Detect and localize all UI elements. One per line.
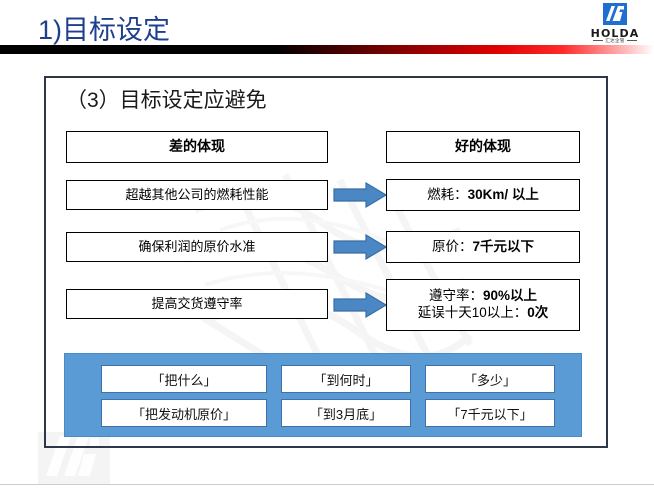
good-item-3: 遵守率：90%以上 延误十天10以上：0次	[386, 279, 580, 331]
good-item-2: 原价：7千元以下	[386, 231, 580, 263]
frame-title: （3）目标设定应避免	[66, 89, 267, 112]
right-arrow-icon	[333, 234, 387, 260]
holda-logo: HOLDA 汇达企管	[586, 3, 644, 45]
bad-item-2: 确保利润的原价水准	[66, 232, 328, 262]
good-item-3-label: 遵守率：	[428, 288, 483, 304]
logo-subtext: 汇达企管	[605, 38, 625, 43]
summary-chip-5: 「到3月底」	[281, 399, 411, 427]
right-arrow-icon	[333, 292, 387, 318]
good-item-2-value: 7千元以下	[472, 238, 534, 254]
logo-subtext-wrap: 汇达企管	[586, 38, 644, 44]
good-item-1-value: 30Km/ 以上	[467, 186, 539, 202]
bad-item-1: 超越其他公司的燃耗性能	[66, 180, 328, 210]
hi-mark-icon	[603, 3, 627, 25]
header-accent-bar	[0, 45, 654, 54]
good-item-3-value-2: 0次	[527, 305, 549, 320]
right-arrow-icon	[333, 182, 387, 208]
summary-chip-1: 「把什么」	[101, 365, 267, 393]
column-header-good: 好的体现	[386, 131, 580, 163]
footer-divider	[0, 484, 654, 485]
summary-panel: 「把什么」 「到何时」 「多少」 「把发动机原价」 「到3月底」 「7千元以下」	[64, 353, 582, 437]
logo-wordmark: HOLDA	[590, 27, 640, 40]
content-frame	[44, 76, 608, 448]
summary-chip-6: 「7千元以下」	[425, 399, 555, 427]
good-item-2-label: 原价：	[431, 238, 473, 254]
summary-chip-3: 「多少」	[425, 365, 555, 393]
good-item-1: 燃耗：30Km/ 以上	[386, 179, 580, 211]
good-item-3-label-2: 延误十天10以上：	[417, 305, 528, 320]
good-item-3-value: 90%以上	[482, 288, 538, 304]
good-item-1-label: 燃耗：	[427, 186, 468, 202]
column-header-bad: 差的体现	[66, 131, 328, 163]
bad-item-3: 提高交货遵守率	[66, 289, 328, 319]
summary-chip-4: 「把发动机原价」	[101, 399, 267, 427]
summary-chip-2: 「到何时」	[281, 365, 411, 393]
page-title: 1)目标设定	[38, 15, 171, 45]
